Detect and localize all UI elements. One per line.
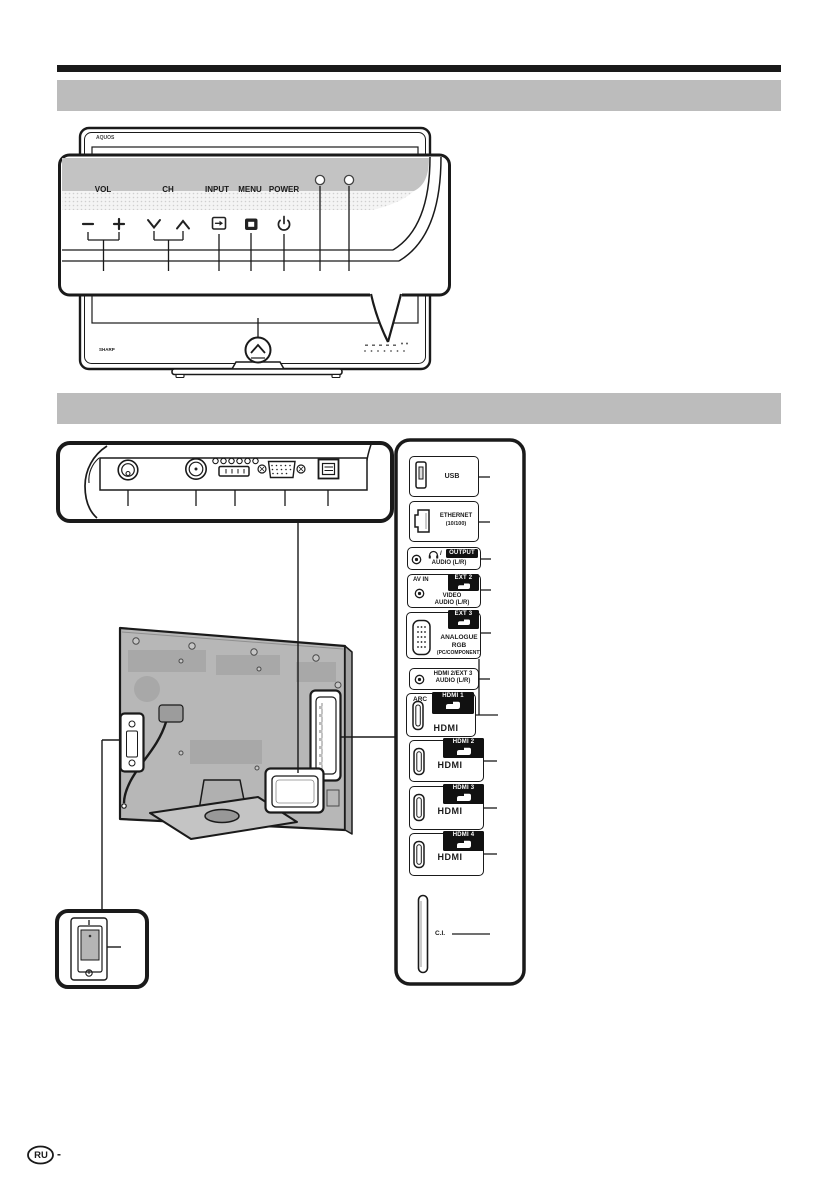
- hdmi3-logo: HDMI: [437, 806, 463, 816]
- ch-label: CH: [162, 185, 174, 194]
- stand-base: [171, 368, 343, 376]
- remote-sensor-icon: [314, 174, 326, 186]
- front-leader-lines: [87, 186, 350, 271]
- ext3-label-3: (PC/COMPONENT): [436, 649, 482, 656]
- channel-down-icon: [147, 219, 161, 230]
- rear-left-panel-highlight: [119, 712, 145, 773]
- section-title-bar-rear: [57, 393, 781, 424]
- headphone-slash: /: [440, 550, 442, 557]
- power-standby-icon: [277, 215, 291, 231]
- hdmi4-logo: HDMI: [437, 852, 463, 862]
- hdmi1-port-icon: [412, 700, 424, 731]
- headphones-icon: [428, 550, 439, 559]
- output-audio-label: AUDIO (L/R): [431, 560, 467, 566]
- ac-power-cord: [122, 721, 168, 804]
- rear-screws: [132, 637, 342, 771]
- power-led-icon: [343, 174, 355, 186]
- usb-label: USB: [444, 473, 460, 480]
- ext2-audio-label: AUDIO (L/R): [434, 600, 470, 606]
- ext3-badge: EXT 3: [448, 610, 479, 629]
- volume-plus-icon: [112, 217, 126, 231]
- bottom-connectors-callout: [56, 441, 394, 523]
- tv-rear-illustration: [118, 626, 353, 840]
- ext2-jack-icon: [414, 588, 425, 599]
- vga-port-icon: [412, 619, 431, 656]
- hdmi2-ext3-audio-block: [409, 668, 479, 690]
- ext3-label-1: ANALOGUE: [440, 634, 478, 641]
- rear-side-panel-highlight: [309, 689, 342, 782]
- ethernet-label-1: ETHERNET: [439, 513, 473, 519]
- hdmi2-port-icon: [413, 747, 425, 776]
- switch-standby-mark: [85, 969, 93, 977]
- hdmi1-logo: HDMI: [433, 723, 459, 733]
- hdmi-plug-icon: [456, 747, 471, 755]
- rear-bottom-panel-highlight: [264, 767, 325, 814]
- satellite-connector-icon: [185, 457, 208, 480]
- hdmi2-badge: HDMI 2: [443, 738, 484, 758]
- page-marker-dash: -: [57, 1147, 61, 1161]
- hdmi1-badge: HDMI 1: [432, 692, 474, 714]
- scart-plug-icon: [457, 583, 470, 589]
- rear-leader-lines: [101, 521, 396, 948]
- hdmi-plug-icon: [446, 701, 460, 709]
- hdmi3-badge: HDMI 3: [443, 784, 484, 804]
- aquos-logo: AQUOS: [96, 135, 115, 141]
- scart-plug-icon: [457, 619, 470, 625]
- ext2-badge: EXT 2: [448, 574, 479, 591]
- power-label: POWER: [268, 185, 300, 194]
- ethernet-port-icon: [414, 509, 430, 533]
- hdmi4-port-icon: [413, 840, 425, 869]
- hdmi-audio-jack-icon: [414, 674, 425, 685]
- input-label: INPUT: [205, 185, 229, 194]
- hdmi3-port-icon: [413, 793, 425, 822]
- usb-port-icon: [415, 461, 427, 489]
- menu-icon: [245, 218, 258, 230]
- hdmi-plug-icon: [456, 840, 471, 848]
- control-panel-callout: [58, 153, 451, 343]
- section-title-bar-front: [57, 80, 781, 111]
- ext3-label-2: RGB: [451, 642, 467, 649]
- up-arrow-stand-button-icon: [244, 336, 272, 364]
- page-marker-text: RU: [34, 1149, 48, 1161]
- callout-tail: [369, 292, 403, 343]
- ethernet-label-2: (10/100): [445, 520, 467, 527]
- vol-label: VOL: [94, 185, 112, 194]
- header-rule: [57, 65, 781, 72]
- hdmi-plug-icon: [456, 793, 471, 801]
- side-panel-leader-lines: [452, 476, 498, 935]
- square-port-connector-icon: [317, 458, 340, 480]
- ci-slot-icon: [417, 894, 429, 974]
- arc-label: ARC: [413, 695, 428, 703]
- output-badge: OUTPUT: [446, 549, 478, 558]
- ci-label: C.I.: [435, 929, 446, 937]
- antenna-connector-icon: [117, 459, 139, 481]
- bottom-connector-leaders: [127, 490, 329, 506]
- hdmi2-logo: HDMI: [437, 760, 463, 770]
- power-switch-rocker: [80, 929, 100, 961]
- page-marker-oval: [27, 1145, 54, 1165]
- channel-up-icon: [176, 219, 190, 230]
- hdmi4-badge: HDMI 4: [443, 831, 484, 851]
- ext2-video-label: VIDEO: [442, 592, 462, 599]
- power-switch-callout: [55, 909, 149, 989]
- av-in-label: AV IN: [413, 577, 429, 583]
- hdmi-audio-label-1: HDMI 2/EXT 3: [433, 670, 473, 677]
- menu-label: MENU: [238, 185, 262, 194]
- rs232-dsub-connector-icon: [257, 460, 306, 479]
- service-slot-connector-icon: [212, 457, 259, 477]
- hdmi-audio-label-2: AUDIO (L/R): [435, 678, 471, 684]
- output-jack-icon: [411, 554, 422, 565]
- input-source-icon: [211, 216, 227, 230]
- front-indicator-icons: [364, 342, 408, 352]
- sharp-logo: SHARP: [99, 347, 115, 352]
